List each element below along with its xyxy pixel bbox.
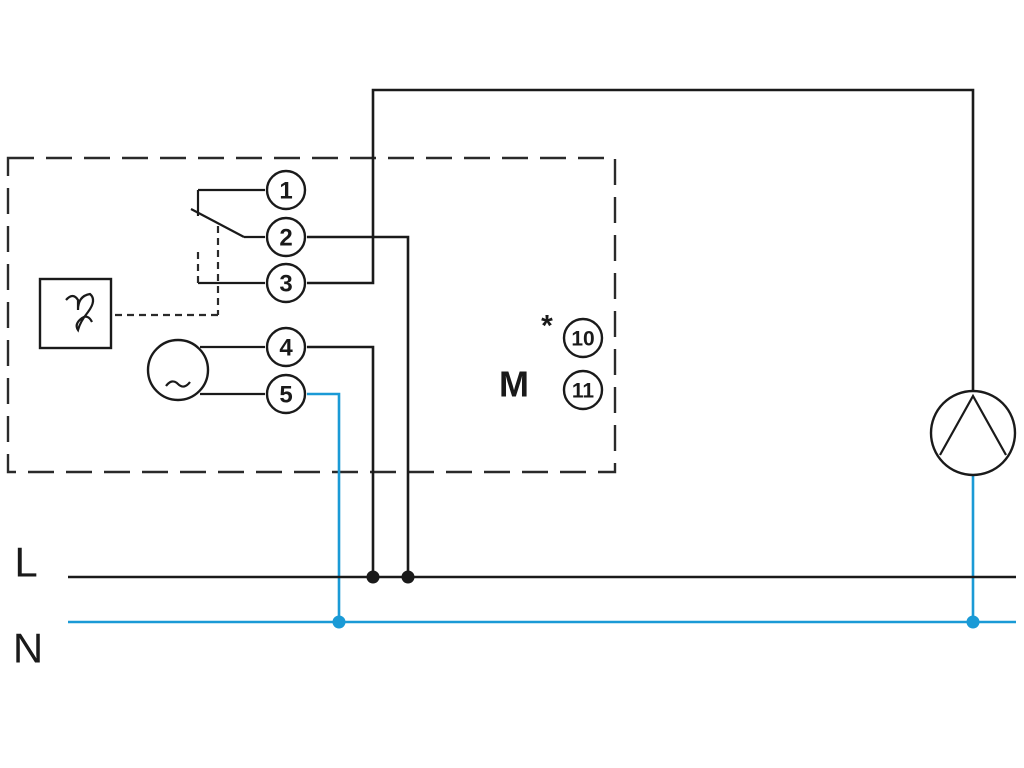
theta-sensor-icon	[38, 277, 113, 350]
junction-n-terminal5	[332, 615, 346, 629]
terminal-10-label: 10	[571, 328, 594, 351]
terminal-3-label: 3	[279, 271, 292, 298]
terminal-2: 2	[265, 216, 307, 258]
terminal-4-label: 4	[279, 335, 293, 362]
terminal-11: 11	[562, 369, 604, 411]
wire-terminal2-to-l	[307, 235, 410, 577]
junction-l-terminal4	[366, 570, 380, 584]
relay-contact	[114, 188, 265, 317]
wire-terminal4-to-l	[307, 345, 375, 577]
junction-n-pump	[966, 615, 980, 629]
neutral-label-n: N	[13, 625, 43, 672]
wire-terminal3-to-pump	[307, 88, 975, 394]
terminal-10: 10	[562, 317, 604, 359]
ac-motor-icon	[146, 338, 265, 402]
terminal-2-label: 2	[279, 225, 292, 252]
terminal-5: 5	[265, 373, 307, 415]
terminal-5-label: 5	[279, 382, 292, 409]
circulation-pump-icon	[929, 389, 1017, 477]
line-label-l: L	[14, 539, 37, 586]
terminal-11-label: 11	[572, 380, 595, 403]
motor-label-m: M	[499, 364, 529, 405]
terminal-4: 4	[265, 326, 307, 368]
terminal-1: 1	[265, 169, 307, 211]
star-marker: *	[541, 310, 553, 343]
device-enclosure	[6, 156, 617, 474]
terminal-1-label: 1	[279, 178, 292, 205]
junction-l-terminal2	[401, 570, 415, 584]
terminal-3: 3	[265, 262, 307, 304]
wire-terminal5-to-n	[307, 392, 341, 622]
